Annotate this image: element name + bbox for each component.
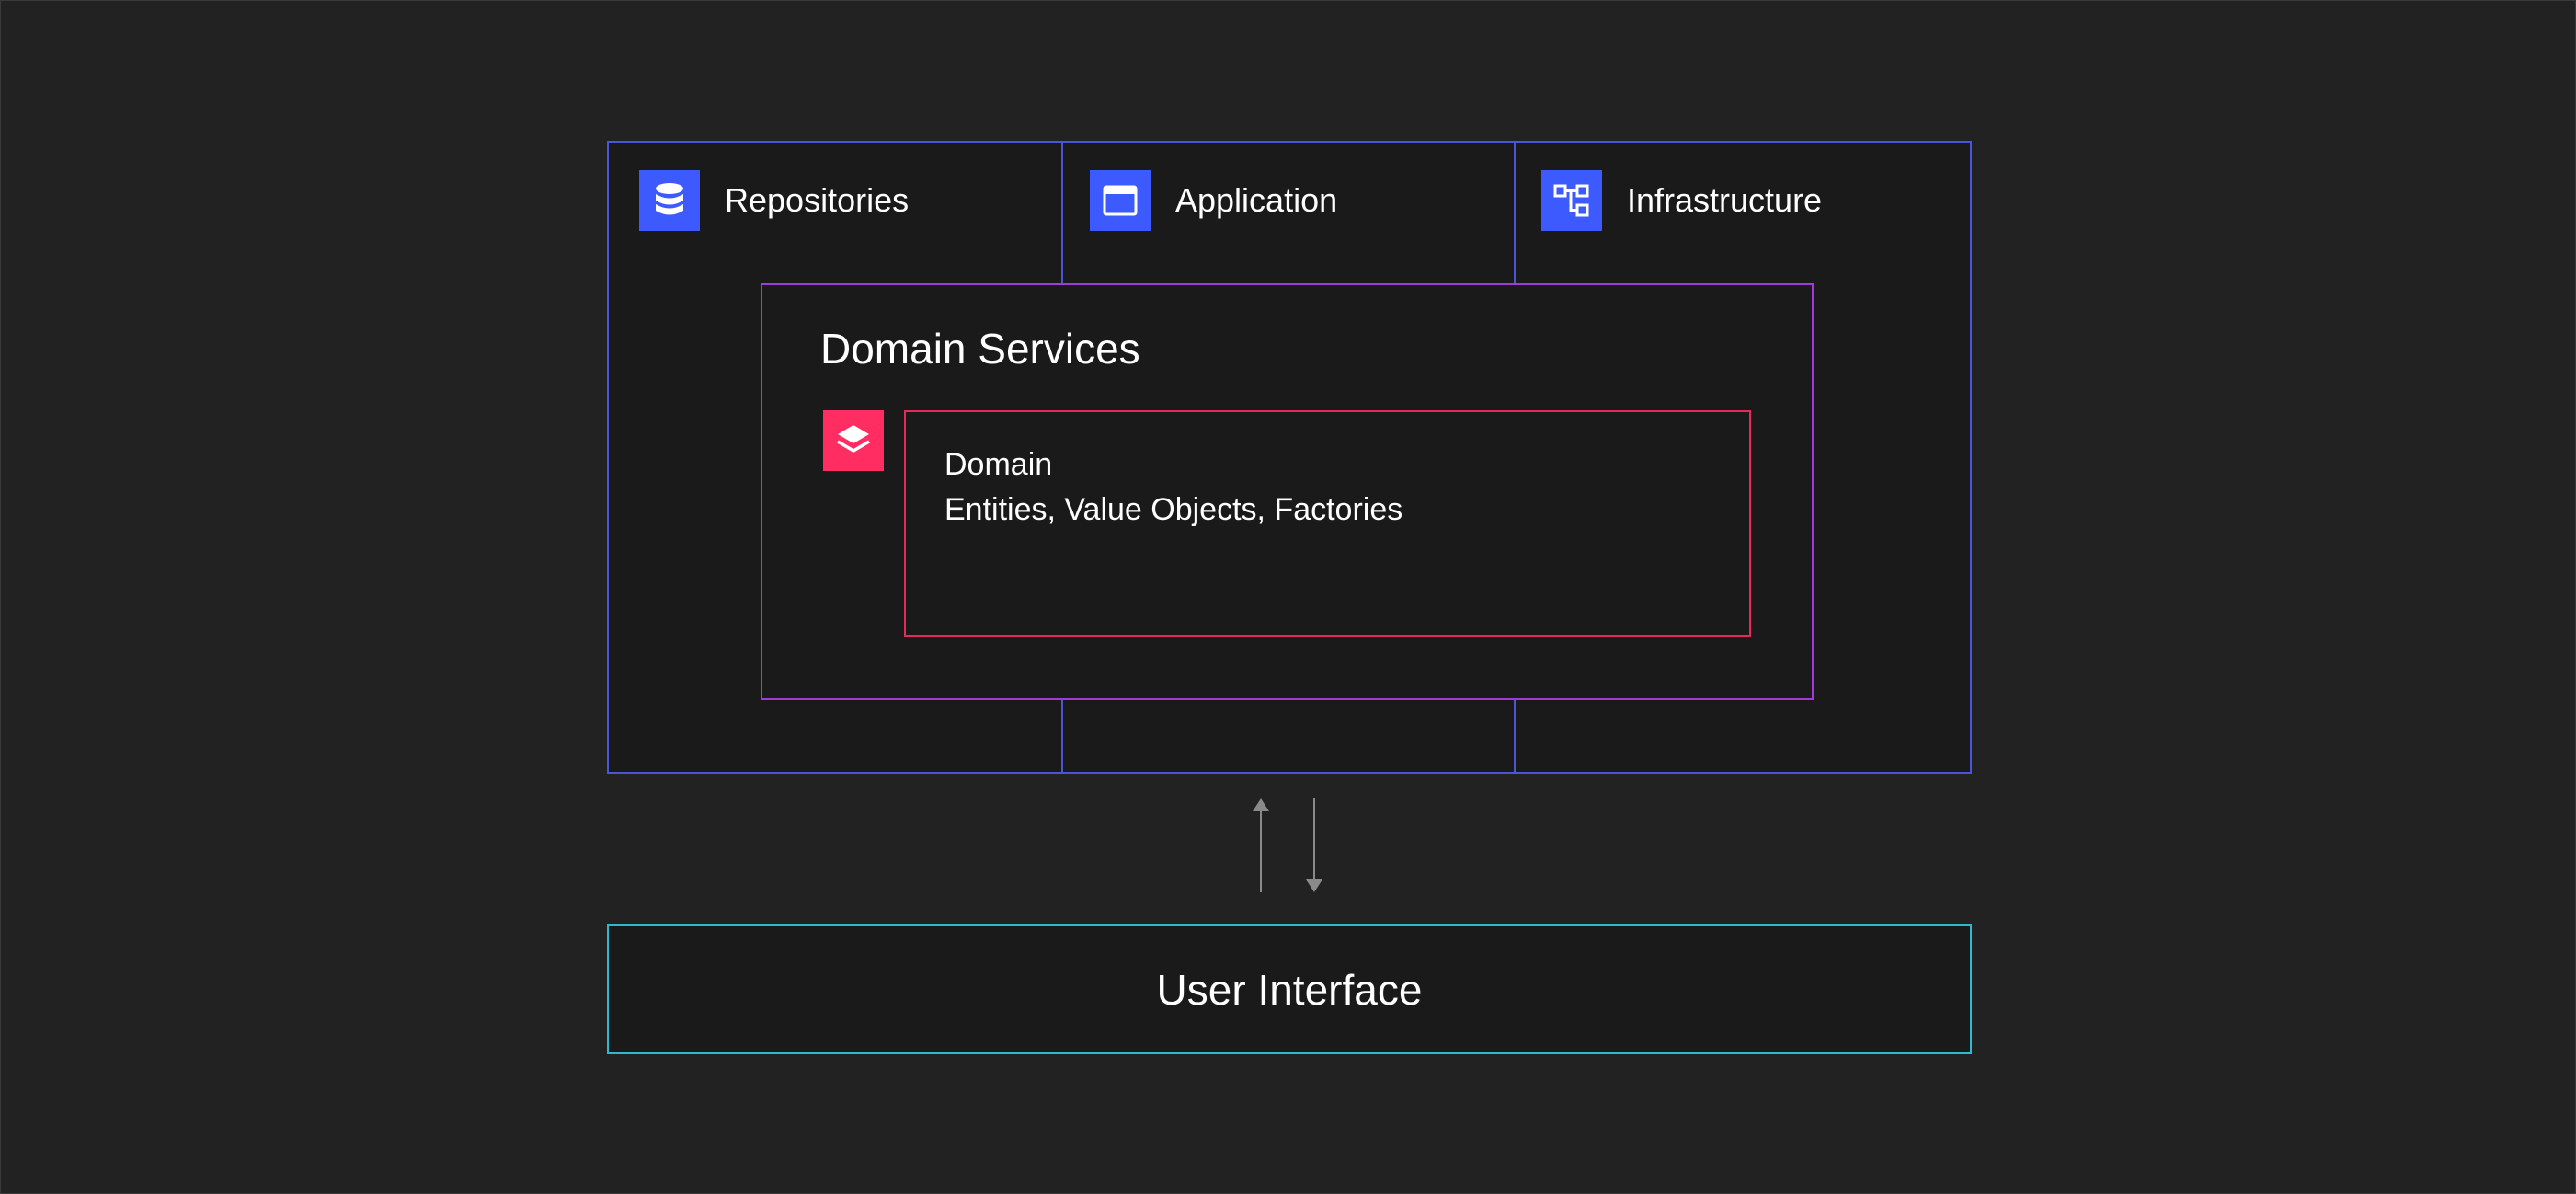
domain-services-title: Domain Services xyxy=(820,325,1140,373)
window-icon xyxy=(1090,170,1151,231)
database-icon xyxy=(639,170,700,231)
layers-icon xyxy=(823,410,884,471)
layer-infrastructure: Infrastructure xyxy=(1541,170,1822,231)
domain-title: Domain xyxy=(945,447,1053,482)
divider-bottom-1 xyxy=(1061,700,1063,772)
layer-application: Application xyxy=(1090,170,1337,231)
hierarchy-icon xyxy=(1541,170,1602,231)
divider-top-2 xyxy=(1514,143,1516,283)
up-arrow xyxy=(1253,798,1269,892)
layer-label-application: Application xyxy=(1175,181,1338,219)
domain-box xyxy=(904,410,1751,637)
user-interface-label: User Interface xyxy=(1156,965,1423,1014)
domain-subtitle: Entities, Value Objects, Factories xyxy=(945,492,1403,527)
divider-top-1 xyxy=(1061,143,1063,283)
divider-bottom-2 xyxy=(1514,700,1516,772)
layer-label-infrastructure: Infrastructure xyxy=(1627,181,1823,219)
layer-label-repositories: Repositories xyxy=(725,181,910,219)
down-arrow xyxy=(1306,798,1322,892)
user-interface-box: User Interface xyxy=(607,924,1972,1054)
bidirectional-arrows xyxy=(1253,798,1322,892)
layer-repositories: Repositories xyxy=(639,170,909,231)
